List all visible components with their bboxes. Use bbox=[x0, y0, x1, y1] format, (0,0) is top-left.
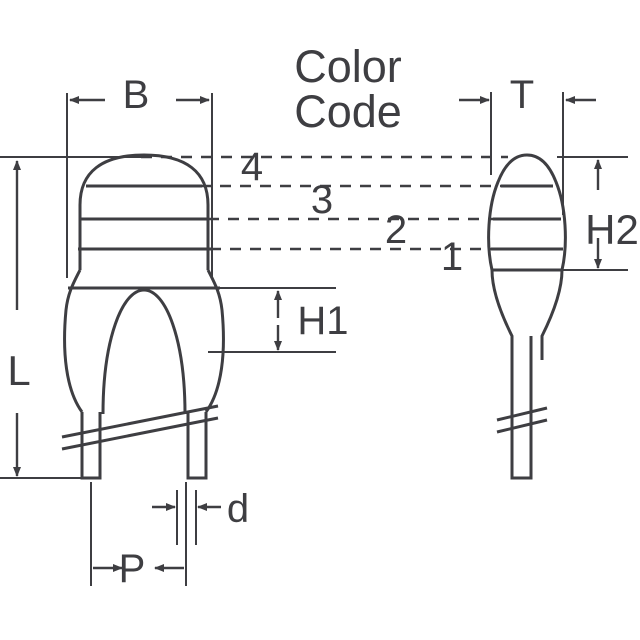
dimension-label-H1: H1 bbox=[297, 299, 348, 343]
witness-lines bbox=[0, 92, 628, 586]
side-body-left-taper bbox=[490, 269, 514, 360]
front-body-left-flare bbox=[63, 269, 84, 413]
front-lead-break-mark-upper bbox=[61, 404, 219, 439]
front-body-right-flare bbox=[204, 269, 225, 413]
front-view-leads bbox=[61, 404, 219, 480]
dimension-label-H2: H2 bbox=[585, 206, 639, 253]
dimension-label-d: d bbox=[227, 487, 249, 531]
color-code-title-line2: Code bbox=[294, 86, 402, 137]
dimension-label-P: P bbox=[119, 547, 146, 591]
side-lead bbox=[510, 336, 533, 480]
front-body-inner-arch bbox=[101, 288, 187, 415]
dimension-arrows bbox=[13, 96, 602, 572]
front-view-body bbox=[63, 153, 225, 415]
band-label-2: 2 bbox=[385, 208, 407, 252]
front-view-color-bands bbox=[78, 184, 211, 251]
diagram-labels: Color Code 4 3 2 1 B T H2 H1 L P d bbox=[7, 41, 639, 591]
front-lead-right bbox=[186, 412, 208, 480]
color-code-projection-lines bbox=[141, 155, 516, 251]
front-lead-break-mark-lower bbox=[61, 416, 219, 451]
side-lead-break-mark-upper bbox=[496, 406, 548, 422]
band-label-1: 1 bbox=[441, 235, 463, 279]
front-body-upper-outline bbox=[78, 153, 210, 270]
side-body-right-taper bbox=[540, 269, 564, 360]
band-label-4: 4 bbox=[241, 145, 263, 189]
color-code-title-line1: Color bbox=[294, 41, 402, 92]
dimension-label-L: L bbox=[7, 347, 30, 394]
side-view-color-bands bbox=[491, 184, 563, 251]
side-view-lead bbox=[496, 336, 548, 480]
dimension-label-T: T bbox=[510, 73, 534, 117]
side-lead-break-mark-lower bbox=[496, 418, 548, 434]
band-label-3: 3 bbox=[311, 178, 333, 222]
side-body-upper-outline bbox=[487, 153, 567, 271]
dimension-label-B: B bbox=[123, 73, 150, 117]
